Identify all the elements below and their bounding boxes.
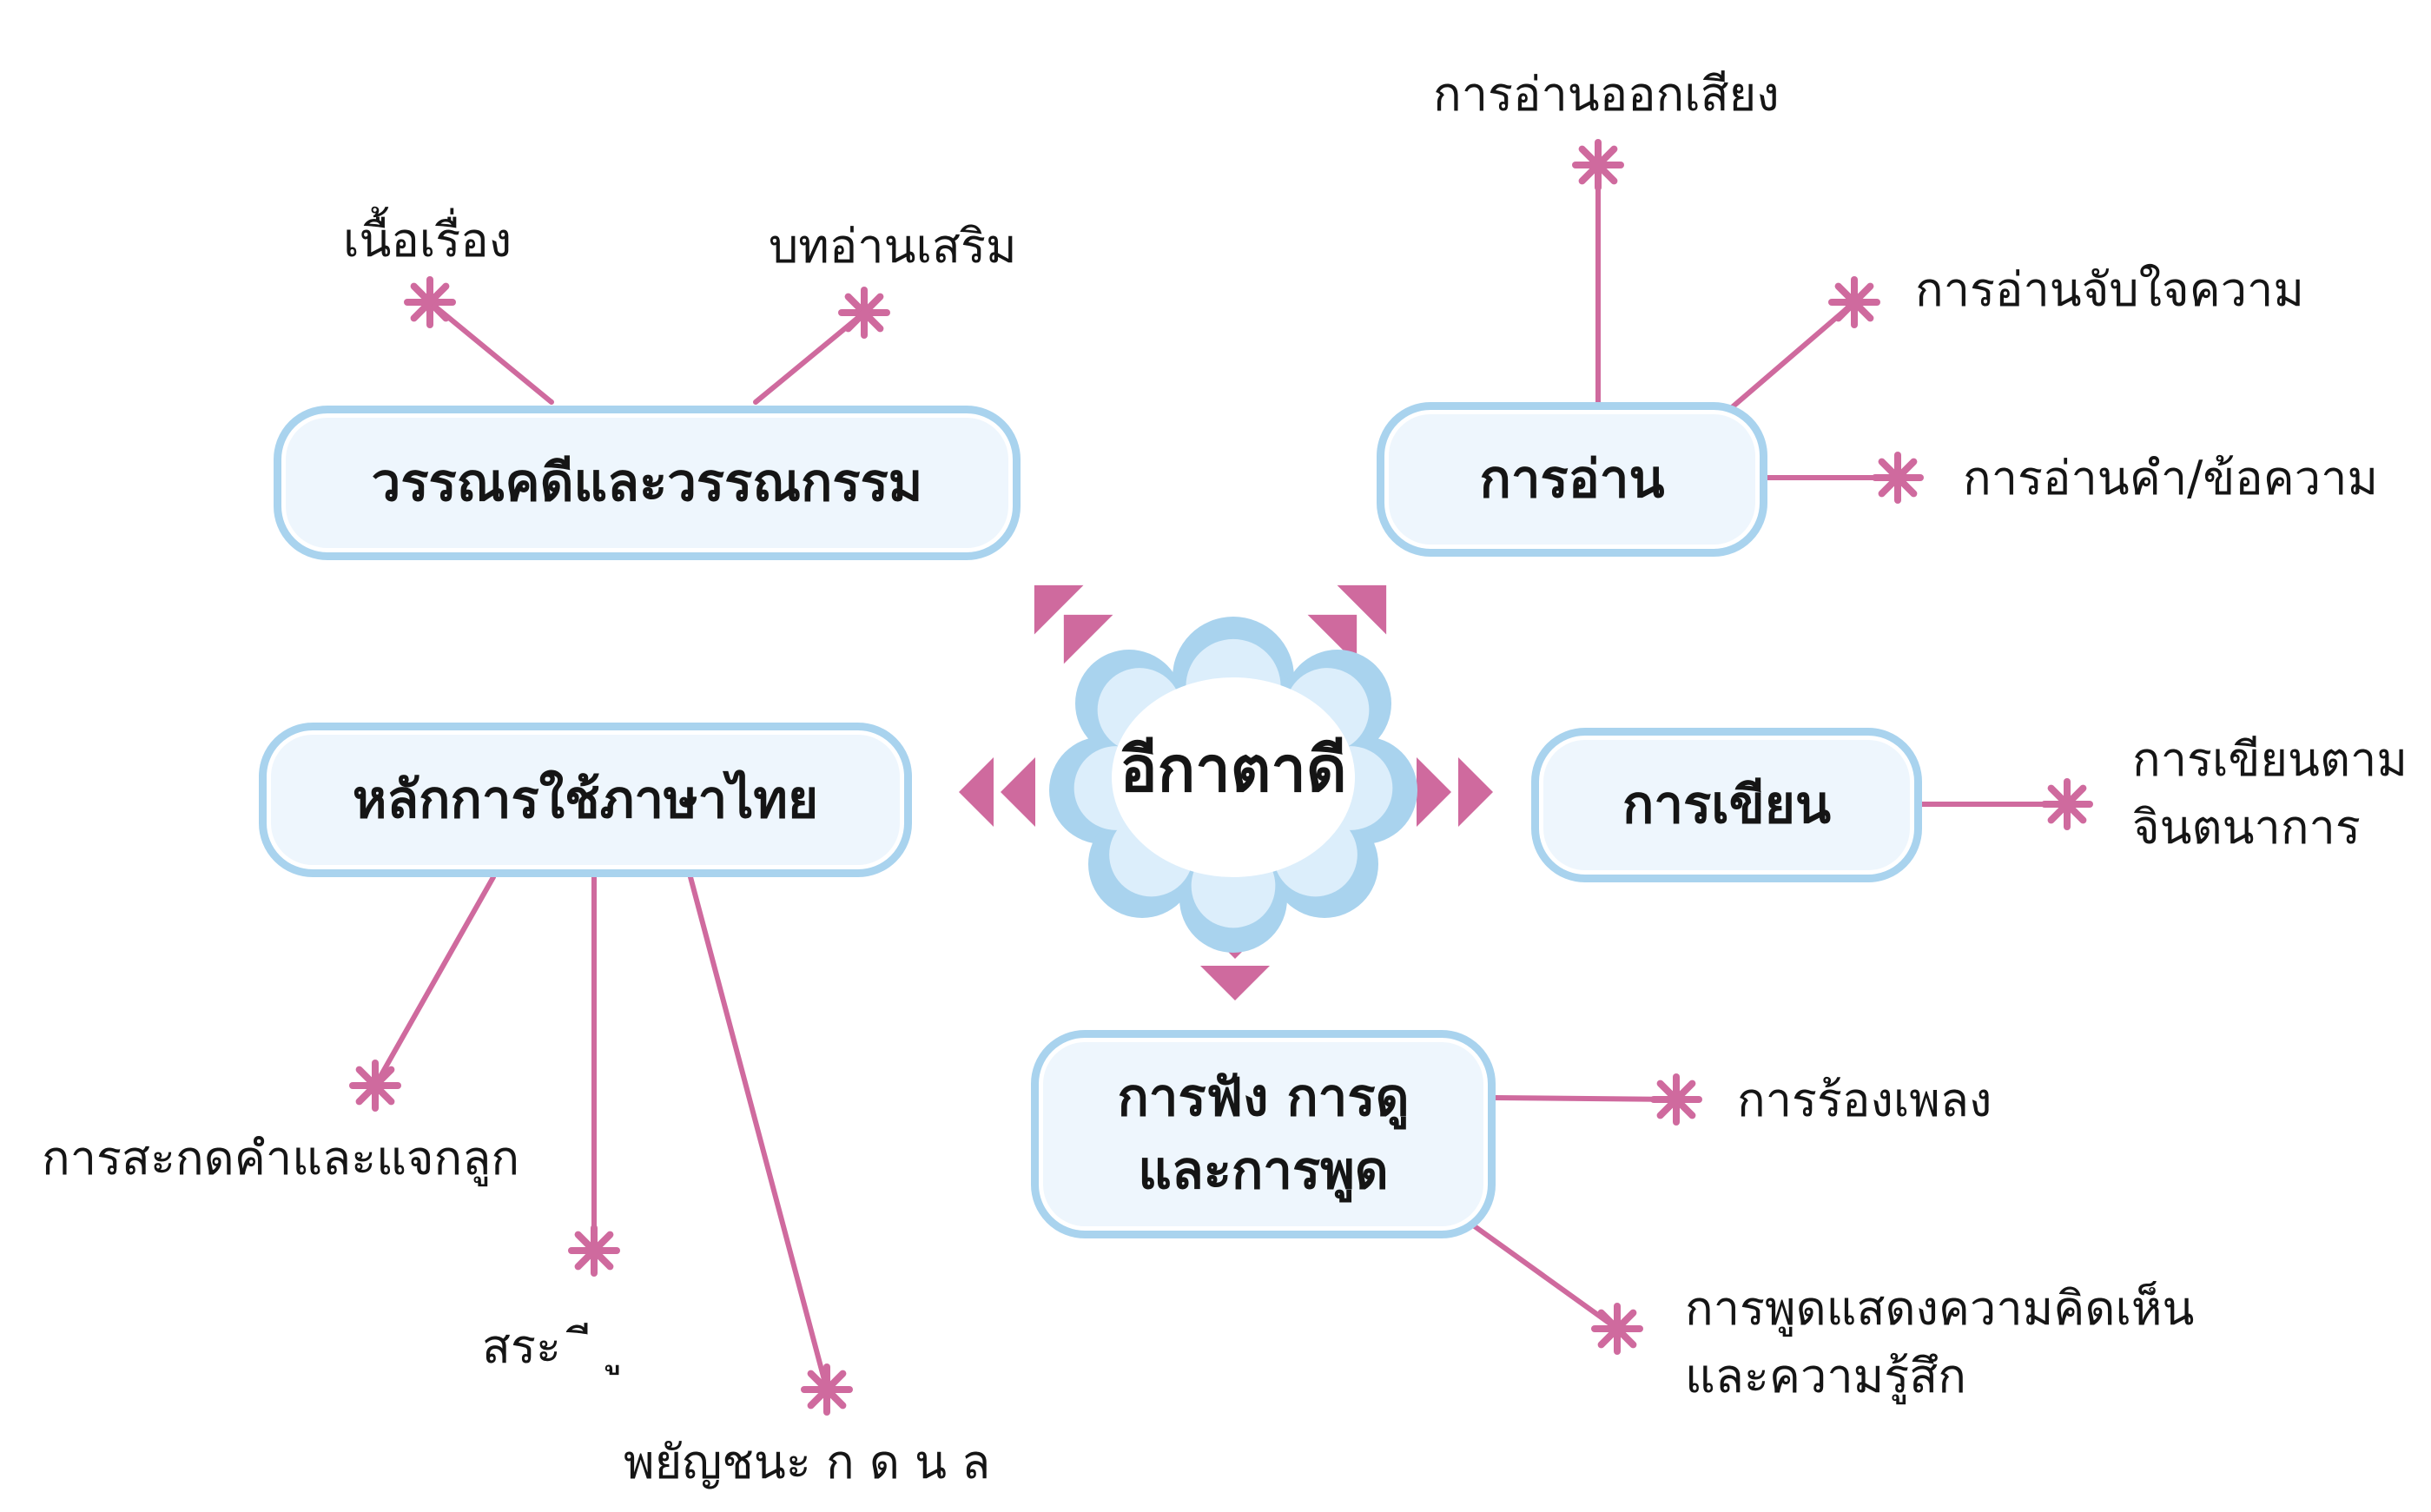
branch-listening-box: การฟัง การดู และการพูด [1031, 1030, 1496, 1238]
leaf-literature-plot: เนื้อเรื่อง [343, 213, 512, 267]
connector-line [1463, 1218, 1620, 1331]
asterisk-icon [404, 276, 456, 328]
connector-line [688, 875, 829, 1392]
asterisk-icon [1872, 452, 1924, 504]
connector-line [373, 875, 496, 1088]
asterisk-icon [1572, 139, 1624, 191]
leaf-listening-singing: การร้องเพลง [1737, 1073, 1992, 1127]
double-triangle-arrow-icon [1417, 757, 1493, 827]
leaf-grammar-consonants: พยัญชนะ ก ด น ล [624, 1435, 991, 1489]
branch-literature-box: วรรณคดีและวรรณกรรม [274, 406, 1021, 560]
asterisk-icon [349, 1060, 401, 1112]
leaf-listening-opinion: การพูดแสดงความคิดเห็น และความรู้สึก [1685, 1281, 2195, 1404]
leaf-grammar-spelling: การสะกดคำและแจกลูก [42, 1131, 520, 1185]
connector-line [427, 300, 554, 405]
leaf-reading-words: การอ่านคำ/ข้อความ [1963, 451, 2379, 505]
branch-writing-box: การเขียน [1531, 728, 1922, 882]
branch-grammar-box: หลักการใช้ภาษาไทย [259, 723, 912, 877]
asterisk-icon [1591, 1303, 1643, 1355]
leaf-literature-extra-reading: บทอ่านเสริม [769, 219, 1017, 274]
branch-reading-box: การอ่าน [1377, 402, 1767, 557]
leaf-grammar-vowels: สระ ี ู [482, 1319, 623, 1374]
asterisk-icon [801, 1363, 853, 1416]
connector-line [1493, 1095, 1679, 1102]
double-triangle-arrow-icon [959, 757, 1035, 827]
connector-line [1728, 300, 1857, 411]
asterisk-icon [568, 1225, 620, 1277]
center-topic: อีกาตาดี [1120, 732, 1347, 806]
asterisk-icon [1650, 1073, 1702, 1126]
asterisk-icon [1828, 276, 1880, 328]
asterisk-icon [838, 287, 890, 339]
leaf-reading-aloud: การอ่านออกเสียง [1433, 67, 1780, 122]
asterisk-icon [2041, 778, 2093, 830]
leaf-writing-imagination: การเขียนตาม จินตนาการ [2132, 732, 2408, 855]
leaf-reading-comprehension: การอ่านจับใจความ [1915, 262, 2304, 317]
